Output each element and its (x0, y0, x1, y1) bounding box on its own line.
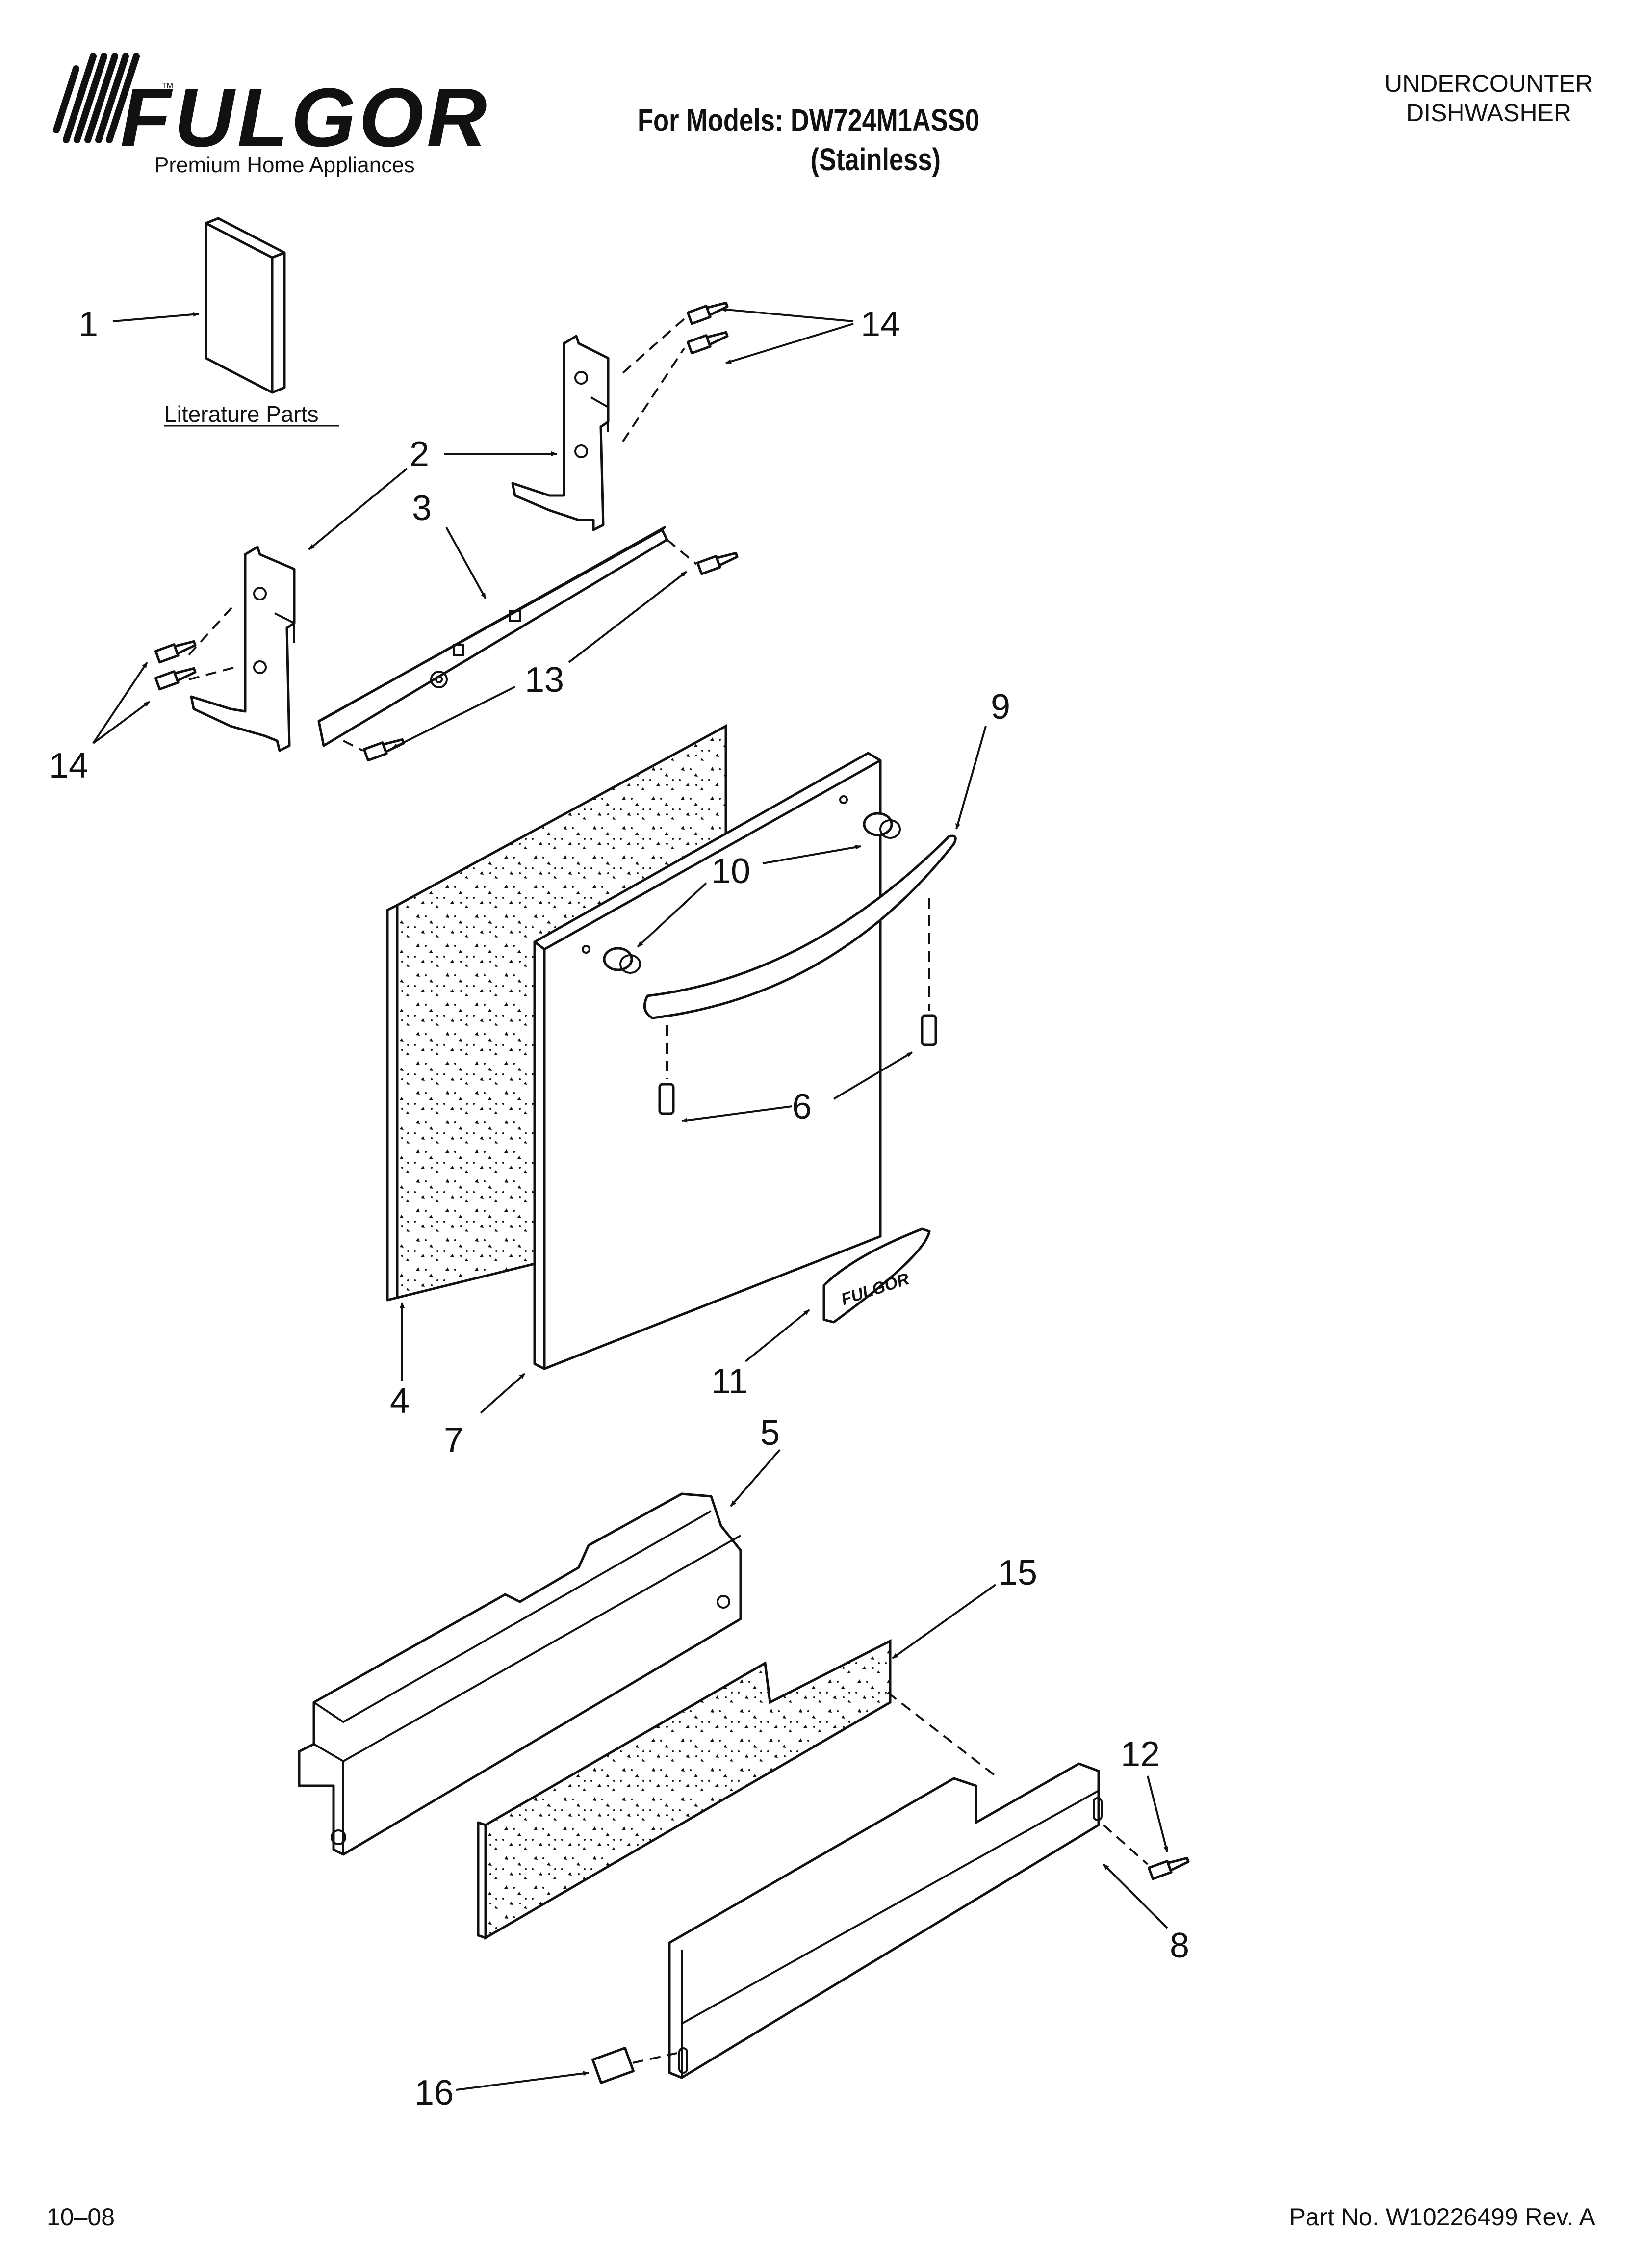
models-finish: (Stainless) (810, 142, 941, 177)
assembly-lines (188, 318, 1149, 2064)
part-hinge-bracket-left (190, 546, 296, 752)
callout-10: 10 (711, 852, 750, 891)
part-toe-insulation (477, 1639, 892, 1940)
fulgor-logo-icon (53, 53, 140, 143)
part-hinge-bracket-right (511, 335, 610, 531)
product-line-2: DISHWASHER (1406, 99, 1572, 127)
callout-9: 9 (991, 687, 1010, 727)
product-line-1: UNDERCOUNTER (1385, 70, 1593, 97)
callout-15: 15 (998, 1553, 1037, 1592)
callout-13: 13 (525, 660, 564, 700)
part-studs (658, 898, 937, 1115)
part-toe-panel (668, 1762, 1103, 2079)
callout-16: 16 (414, 2073, 454, 2112)
product-type: UNDERCOUNTER DISHWASHER (1385, 69, 1593, 128)
callout-1: 1 (78, 305, 98, 344)
callout-8: 8 (1170, 1926, 1189, 1965)
part-literature: Literature Parts (164, 217, 339, 427)
screw-group (154, 301, 1190, 1880)
part-clip (591, 2047, 635, 2084)
literature-parts-label: Literature Parts (164, 401, 318, 427)
revision-date: 10–08 (47, 2203, 115, 2231)
callout-leaders (92, 307, 1169, 2091)
trademark: TM (162, 82, 174, 90)
callout-14-left: 14 (49, 746, 88, 785)
callout-numbers: 1 2 3 14 14 13 4 9 10 6 7 11 5 15 12 8 1… (49, 305, 1189, 2112)
part-handle-mounts (603, 812, 901, 974)
callout-6: 6 (792, 1087, 812, 1126)
part-door-handle (643, 834, 957, 1019)
brand-logo: TM FULGOR Premium Home Appliances (47, 47, 487, 184)
models-line: For Models: DW724M1ASS0 (638, 103, 979, 138)
callout-2: 2 (410, 435, 429, 474)
callout-7: 7 (444, 1421, 463, 1460)
brand-tagline: Premium Home Appliances (154, 153, 415, 177)
callout-3: 3 (412, 489, 432, 528)
part-outer-door-panel (533, 752, 882, 1370)
callout-4: 4 (390, 1382, 410, 1421)
callout-11: 11 (711, 1362, 748, 1401)
callout-5: 5 (760, 1413, 780, 1453)
part-number: Part No. W10226499 Rev. A (1289, 2203, 1595, 2231)
brand-name: FULGOR (120, 71, 490, 164)
part-toe-panel-bracket (298, 1492, 742, 1856)
callout-14-top: 14 (861, 305, 900, 344)
part-door-rail (317, 526, 668, 747)
models-heading: For Models: DW724M1ASS0 (Stainless) (638, 101, 979, 179)
callout-12: 12 (1121, 1735, 1160, 1774)
